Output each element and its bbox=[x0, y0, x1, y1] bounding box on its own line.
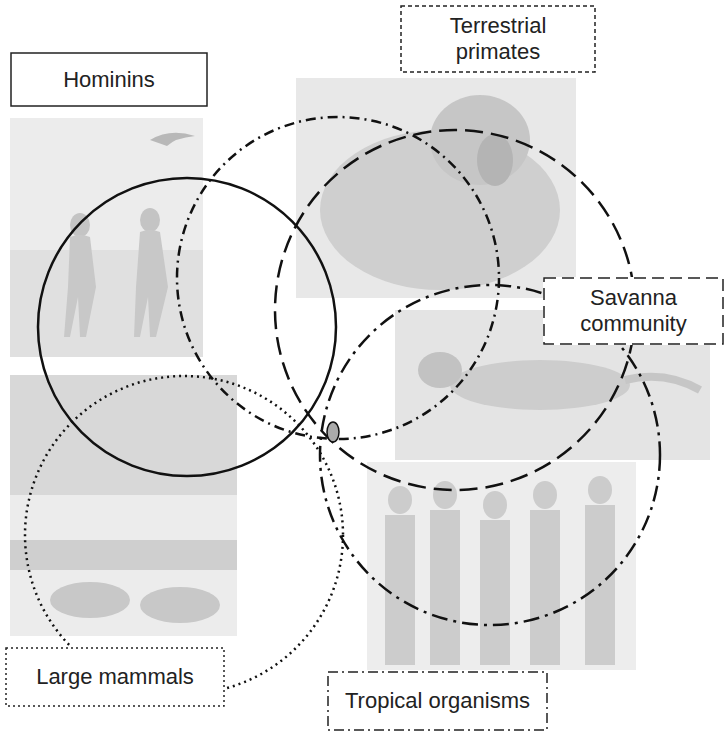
group-label: Tropical organisms bbox=[337, 684, 538, 718]
baboon-photo bbox=[296, 78, 576, 298]
tropical-box: Tropical organisms bbox=[327, 671, 548, 731]
hominins-box: Hominins bbox=[10, 52, 208, 107]
hominins-circle bbox=[38, 178, 336, 476]
savanna-box: Savanna community bbox=[543, 277, 724, 345]
group-label: Terrestrial primates bbox=[400, 9, 596, 69]
group-label: Hominins bbox=[55, 63, 163, 97]
large-mammals-box: Large mammals bbox=[5, 647, 225, 707]
group-label: Savanna community bbox=[543, 281, 724, 341]
large-mammals-photo bbox=[10, 375, 237, 636]
intersection-mark bbox=[327, 422, 339, 442]
people-photo bbox=[367, 462, 636, 670]
group-label: Large mammals bbox=[28, 660, 202, 694]
terrestrial-primates-box: Terrestrial primates bbox=[400, 5, 596, 73]
terrestrial-primates-circle bbox=[177, 117, 499, 439]
